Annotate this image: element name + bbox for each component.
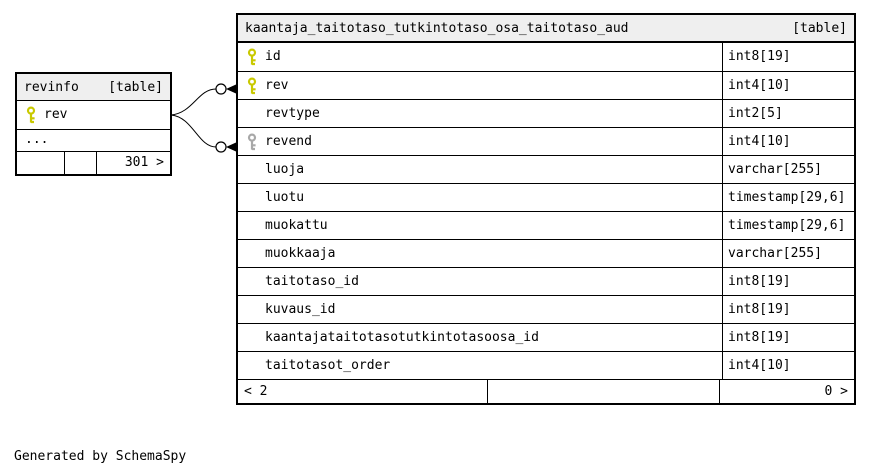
column-name: muokattu: [265, 218, 328, 233]
column-name: luotu: [265, 190, 305, 205]
main-table-name: kaantaja_taitotaso_tutkintotaso_osa_tait…: [245, 20, 629, 36]
column-type: int8[19]: [722, 296, 854, 323]
main-table-columns: id int8[19] rev int4[10] revtype: [238, 43, 854, 379]
revinfo-table-footer: 301 >: [17, 151, 170, 174]
column-name: kaantajataitotasotutkintotasoosa_id: [265, 330, 539, 345]
table-row: luotu timestamp[29,6]: [238, 183, 854, 211]
fk-arrow-icon: [226, 84, 236, 94]
fk-arrow-icon: [226, 142, 236, 152]
footer-related-count: 301 >: [124, 155, 164, 170]
main-table: kaantaja_taitotaso_tutkintotaso_osa_tait…: [236, 13, 856, 405]
ellipsis-label: ...: [25, 132, 49, 147]
primary-key-icon: [25, 106, 37, 124]
foreign-key-icon: [246, 132, 258, 151]
footer-cell: [17, 152, 65, 174]
table-row-rev: rev: [17, 100, 170, 129]
ellipsis-row: ...: [17, 129, 170, 151]
column-name: rev: [44, 107, 68, 122]
column-name-cell: revend: [238, 128, 722, 155]
table-row: muokkaaja varchar[255]: [238, 239, 854, 267]
column-type: int4[10]: [722, 352, 854, 379]
column-type: timestamp[29,6]: [722, 184, 854, 211]
column-name-cell: kaantajataitotasotutkintotasoosa_id: [238, 324, 722, 351]
column-type: timestamp[29,6]: [722, 212, 854, 239]
column-name: revtype: [265, 106, 320, 121]
primary-key-icon: [246, 48, 258, 66]
footer-parent-count: < 2: [238, 380, 488, 403]
column-name-cell: id: [238, 43, 722, 71]
primary-key-icon: [246, 76, 258, 95]
table-row: revend int4[10]: [238, 127, 854, 155]
table-type-badge: [table]: [108, 79, 163, 95]
column-name: taitotasot_order: [265, 358, 391, 373]
footer-cell: [65, 152, 97, 174]
column-type: int8[19]: [722, 324, 854, 351]
fk-connector-rev: [170, 88, 217, 116]
table-row: taitotaso_id int8[19]: [238, 267, 854, 295]
column-name-cell: luoja: [238, 156, 722, 183]
column-name-cell: kuvaus_id: [238, 296, 722, 323]
column-name-cell: rev: [238, 72, 722, 99]
column-name-cell: muokkaaja: [238, 240, 722, 267]
column-type: int8[19]: [722, 268, 854, 295]
revinfo-table-header[interactable]: revinfo [table]: [17, 74, 170, 100]
column-type: varchar[255]: [722, 240, 854, 267]
column-name: id: [265, 49, 281, 64]
column-name-cell: revtype: [238, 100, 722, 127]
fk-connector-revend: [170, 114, 217, 148]
table-row: kuvaus_id int8[19]: [238, 295, 854, 323]
fk-circle-icon: [215, 141, 227, 153]
table-row: rev int4[10]: [238, 71, 854, 99]
column-name: revend: [265, 134, 312, 149]
revinfo-table-name: revinfo: [24, 79, 79, 95]
column-type: varchar[255]: [722, 156, 854, 183]
table-row: luoja varchar[255]: [238, 155, 854, 183]
footer-cell: [488, 380, 720, 403]
column-name: rev: [265, 78, 289, 93]
main-table-header[interactable]: kaantaja_taitotaso_tutkintotaso_osa_tait…: [238, 15, 854, 43]
column-name: muokkaaja: [265, 246, 336, 261]
table-row: kaantajataitotasotutkintotasoosa_id int8…: [238, 323, 854, 351]
table-type-badge: [table]: [792, 20, 847, 36]
main-table-footer: < 2 0 >: [238, 379, 854, 403]
table-row: taitotasot_order int4[10]: [238, 351, 854, 379]
column-name-cell: luotu: [238, 184, 722, 211]
schemaspy-caption: Generated by SchemaSpy: [14, 449, 187, 464]
column-type: int2[5]: [722, 100, 854, 127]
column-type: int8[19]: [722, 43, 854, 71]
table-row: revtype int2[5]: [238, 99, 854, 127]
column-name-cell: muokattu: [238, 212, 722, 239]
column-name: luoja: [265, 162, 305, 177]
column-name-cell: taitotasot_order: [238, 352, 722, 379]
revinfo-table: revinfo [table] rev ... 301 >: [15, 72, 172, 176]
column-type: int4[10]: [722, 128, 854, 155]
footer-child-count: 0 >: [824, 384, 848, 399]
column-name-cell: taitotaso_id: [238, 268, 722, 295]
fk-circle-icon: [215, 83, 227, 95]
table-row: muokattu timestamp[29,6]: [238, 211, 854, 239]
table-row: id int8[19]: [238, 43, 854, 71]
column-name: taitotaso_id: [265, 274, 359, 289]
column-name: kuvaus_id: [265, 302, 336, 317]
column-type: int4[10]: [722, 72, 854, 99]
